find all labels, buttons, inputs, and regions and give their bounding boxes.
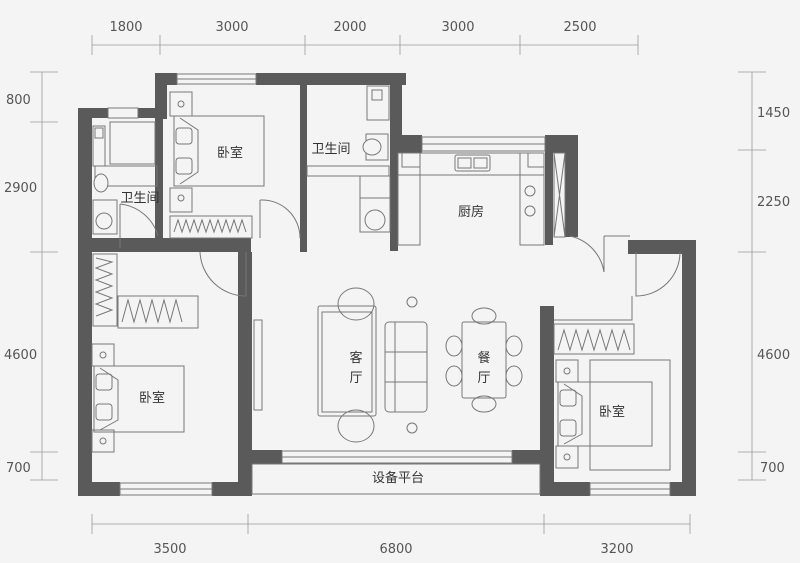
dim-right-1: 1450 xyxy=(757,106,790,121)
dim-left-3: 4600 xyxy=(4,348,37,363)
room-label-bathroom-left: 卫生间 xyxy=(120,191,159,206)
dim-right-4: 700 xyxy=(760,461,785,476)
dim-top-4: 3000 xyxy=(441,20,474,35)
dim-bottom-1: 3500 xyxy=(153,542,186,557)
dim-right-3: 4600 xyxy=(757,348,790,363)
room-label-bedroom-left: 卧室 xyxy=(139,390,165,406)
dimension-lines xyxy=(30,35,766,534)
dim-top-3: 2000 xyxy=(333,20,366,35)
dim-bottom-2: 6800 xyxy=(379,542,412,557)
walls xyxy=(78,73,696,496)
dim-left-2: 2900 xyxy=(4,181,37,196)
left-bedroom-furniture xyxy=(91,253,199,453)
dim-top-1: 1800 xyxy=(109,20,142,35)
room-label-living-2: 厅 xyxy=(349,371,362,386)
right-bedroom-furniture xyxy=(553,323,671,471)
top-bathroom-fixtures xyxy=(306,85,391,233)
room-label-living-1: 客 xyxy=(349,350,362,366)
kitchen-fixtures xyxy=(397,152,566,246)
room-label-bedroom-right: 卧室 xyxy=(599,404,625,420)
dining-furniture xyxy=(445,307,523,413)
top-bedroom-furniture xyxy=(169,91,265,239)
dim-bottom-3: 3200 xyxy=(600,542,633,557)
dim-top-2: 3000 xyxy=(215,20,248,35)
dim-left-4: 700 xyxy=(6,461,31,476)
doors xyxy=(119,199,681,321)
room-label-bedroom-top: 卧室 xyxy=(217,145,243,161)
room-label-bathroom-top: 卫生间 xyxy=(311,142,350,157)
dim-right-2: 2250 xyxy=(757,195,790,210)
dim-left-1: 800 xyxy=(6,93,31,108)
room-label-platform: 设备平台 xyxy=(372,470,424,486)
room-label-kitchen: 厨房 xyxy=(458,204,484,220)
room-label-dining-2: 厅 xyxy=(477,371,490,386)
room-label-dining-1: 餐 xyxy=(477,350,490,366)
dim-top-5: 2500 xyxy=(563,20,596,35)
living-room-furniture xyxy=(253,287,428,443)
left-bathroom-fixtures xyxy=(92,121,158,235)
windows xyxy=(107,73,671,496)
